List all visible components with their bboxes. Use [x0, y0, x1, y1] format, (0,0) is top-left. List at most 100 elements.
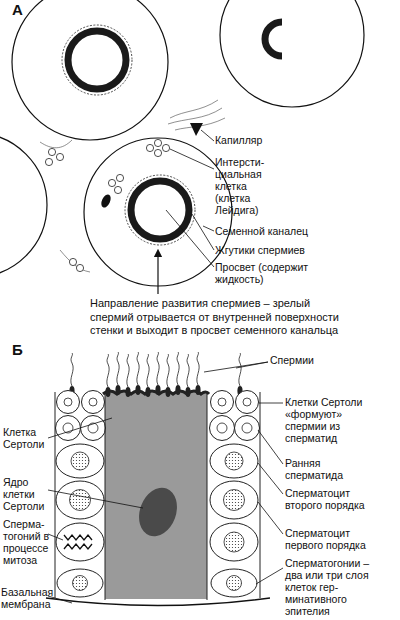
secondary-spermatocyte	[210, 444, 258, 478]
early-spermatid	[81, 416, 106, 441]
leydig-cell	[76, 264, 83, 271]
callout-label: Клетки Сертоли «формуют» спермии из спер…	[285, 396, 373, 444]
callout-label: Семенной каналец	[215, 225, 375, 237]
column-walls	[55, 392, 260, 600]
callout-label: Жгутики спермиев	[215, 244, 375, 256]
leader-line	[258, 430, 283, 464]
germ-cells-left	[56, 391, 106, 598]
sperm-cell	[135, 352, 140, 395]
early-spermatid	[235, 416, 260, 441]
connective-fibres	[40, 100, 225, 272]
spermatid-cell	[57, 391, 80, 414]
sperm-cell	[145, 354, 150, 397]
cell-nucleus	[224, 532, 244, 552]
leydig-cell	[154, 149, 161, 156]
callout-label: Клетка Сертоли	[3, 426, 51, 450]
leydig-cell	[114, 186, 121, 193]
sperm-cell	[125, 354, 130, 397]
cell-nucleus	[218, 398, 226, 406]
leader-line	[259, 403, 283, 404]
callout-label: Спермии	[270, 354, 340, 366]
sperm-cell	[105, 354, 110, 397]
callout-label: Ядро клетки Сертоли	[3, 476, 51, 512]
leader-lines-b	[48, 362, 283, 603]
leader-line	[256, 568, 283, 584]
primary-spermatocyte	[56, 481, 104, 519]
note-text: Направление развития спермиев – зрелый с…	[90, 297, 340, 338]
sperm-cell	[115, 352, 120, 395]
leader-line	[48, 490, 143, 508]
capillary-symbol	[190, 123, 203, 136]
wall-line	[260, 392, 261, 598]
leader-line	[48, 534, 63, 540]
leydig-cell	[56, 153, 63, 160]
leydig-cell	[162, 144, 169, 151]
wall-line	[55, 392, 56, 598]
leydig-cells	[45, 139, 169, 271]
cell-nucleus	[88, 423, 98, 433]
sperm-cell	[195, 352, 200, 395]
callout-label: Ранняя сперматида	[285, 457, 375, 481]
cell-nucleus	[243, 398, 251, 406]
leydig-cell	[48, 148, 55, 155]
spermatid-cell	[82, 391, 105, 414]
leader-line	[201, 130, 214, 141]
cell-nuclei	[63, 398, 252, 591]
leader-line	[170, 149, 214, 169]
seminiferous-tubule	[0, 133, 47, 277]
sperm-cell	[237, 353, 242, 396]
leydig-cell	[146, 144, 153, 151]
flagella-ring	[62, 25, 132, 95]
leader-line	[203, 226, 214, 231]
fibre-line	[60, 250, 90, 272]
germ-cells-right	[210, 391, 260, 598]
callout-label: Интерсти- циальная клетка (клетка Лейдиг…	[215, 156, 277, 216]
tubule-lumen	[265, 22, 282, 56]
wall-line	[207, 392, 208, 600]
cell-nucleus	[89, 398, 97, 406]
sperm-cell	[69, 353, 74, 396]
seminiferous-tubule	[12, 0, 168, 140]
callout-label: Просвет (содержит жидкость)	[215, 261, 327, 285]
primary-spermatocyte	[210, 481, 258, 519]
leader-line	[258, 463, 283, 494]
seminiferous-tubule	[220, 0, 364, 107]
spermatid-cell	[236, 391, 259, 414]
cell-nucleus	[71, 452, 89, 470]
leydig-cell-dark	[99, 193, 112, 209]
leydig-cell	[69, 258, 76, 265]
sertoli-cell-body	[105, 392, 207, 599]
flagella-ring	[125, 175, 195, 245]
callout-label: Сперма- тогоний в процессе митоза	[3, 518, 55, 566]
panel-letter: Б	[12, 342, 36, 358]
spermatogonium	[57, 569, 103, 597]
cell-nucleus	[224, 490, 245, 511]
secondary-spermatocyte	[56, 444, 104, 478]
spermatogonium	[211, 569, 257, 597]
fibre-line	[168, 108, 222, 124]
leydig-cell	[154, 139, 161, 146]
basal-membrane	[46, 598, 270, 606]
cell-nucleus	[73, 576, 88, 591]
leader-line	[204, 362, 268, 372]
callout-label: Сперматоцит второго порядка	[285, 487, 381, 511]
leader-line	[48, 418, 112, 438]
cell-nucleus	[242, 423, 252, 433]
sperm-cell	[175, 352, 180, 395]
cell-nucleus	[227, 576, 242, 591]
fibre-line	[170, 100, 218, 118]
wall-line	[105, 392, 106, 600]
spermatogonium	[210, 523, 258, 561]
leader-line	[166, 210, 214, 267]
fibre-line	[40, 140, 72, 148]
mitotic-spermatogonium	[56, 523, 104, 561]
leader-lines-a	[166, 130, 214, 267]
direction-arrow	[157, 253, 158, 294]
callout-label: Сперматогонии – два или три слоя клеток …	[285, 557, 385, 617]
tubule-lumen	[131, 181, 189, 239]
spermatid-cell	[211, 391, 234, 414]
mitotic-chromosomes	[64, 535, 92, 549]
sperm-cell	[155, 352, 160, 395]
